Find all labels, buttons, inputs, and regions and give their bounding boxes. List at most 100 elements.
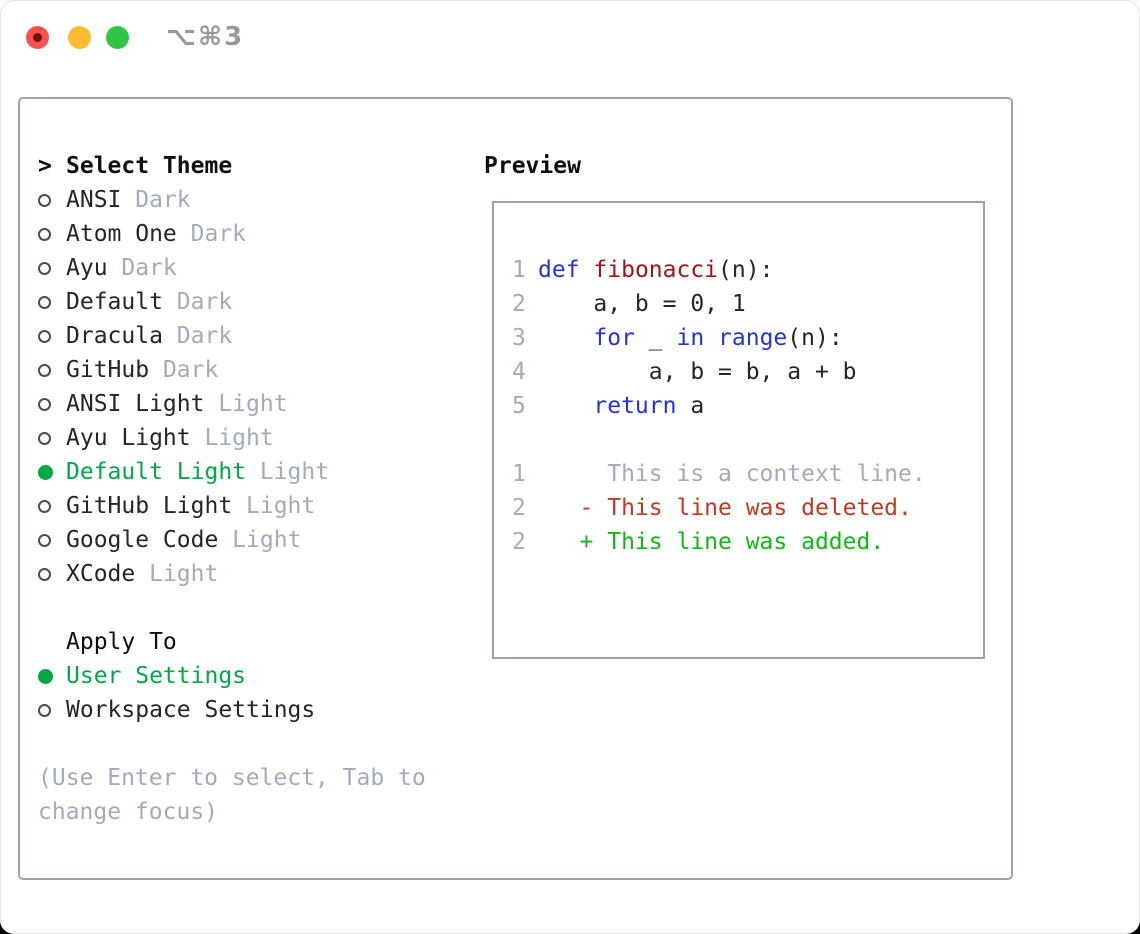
option-name: XCode: [66, 561, 136, 587]
theme-option[interactable]: XCode Light: [38, 557, 472, 591]
option-name: Atom One: [66, 221, 177, 247]
spacer: [38, 727, 472, 761]
line-number: 2: [512, 495, 526, 521]
option-name: Default: [66, 289, 163, 315]
radio-circle-icon: [38, 295, 66, 309]
preview-line: 3 for _ in range(n):: [512, 321, 983, 355]
theme-variant-tag: Light: [135, 561, 219, 587]
preview-line: 1 def fibonacci(n):: [512, 253, 983, 287]
selected-radio-icon: [38, 668, 66, 684]
select-theme-header: > Select Theme: [38, 149, 472, 183]
radio-circle-icon: [38, 329, 66, 343]
line-number: 1: [512, 461, 526, 487]
apply-to-option[interactable]: Workspace Settings: [38, 693, 472, 727]
option-name: Ayu: [66, 255, 108, 281]
apply-to-label: Apply To: [66, 629, 177, 655]
code-text: a, b = b, a + b: [538, 359, 857, 385]
zoom-button[interactable]: [106, 26, 129, 49]
preview-line: [512, 423, 983, 457]
theme-option[interactable]: ANSI Light Light: [38, 387, 472, 421]
help-text-line-2: change focus): [38, 799, 219, 825]
line-number: 2: [512, 291, 526, 317]
theme-option[interactable]: ANSI Dark: [38, 183, 472, 217]
theme-variant-tag: Light: [190, 425, 274, 451]
code-text: This is a context line.: [538, 461, 926, 487]
code-text: return a: [593, 393, 705, 419]
theme-option[interactable]: Ayu Light Light: [38, 421, 472, 455]
radio-circle-icon: [38, 567, 66, 581]
code-text: - This line was deleted.: [538, 495, 912, 521]
line-number: 5: [512, 393, 526, 419]
preview-line: 4 a, b = b, a + b: [512, 355, 983, 389]
radio-circle-icon: [38, 397, 66, 411]
apply-to-option[interactable]: User Settings: [38, 659, 472, 693]
theme-variant-tag: Dark: [107, 255, 177, 281]
theme-option[interactable]: Google Code Light: [38, 523, 472, 557]
preview-line: 2 a, b = 0, 1: [512, 287, 983, 321]
option-name: ANSI: [66, 187, 122, 213]
theme-option[interactable]: Atom One Dark: [38, 217, 472, 251]
close-dot-icon: [33, 33, 42, 42]
radio-circle-icon: [38, 499, 66, 513]
theme-option[interactable]: GitHub Dark: [38, 353, 472, 387]
preview-line: 2 - This line was deleted.: [512, 491, 983, 525]
line-number: 2: [512, 529, 526, 555]
option-name: User Settings: [66, 663, 247, 689]
select-theme-label: Select Theme: [66, 153, 233, 179]
theme-variant-tag: Light: [246, 459, 330, 485]
theme-option[interactable]: Ayu Dark: [38, 251, 472, 285]
line-number: 4: [512, 359, 526, 385]
theme-variant-tag: Dark: [176, 221, 247, 247]
theme-variant-tag: Light: [204, 391, 288, 417]
theme-variant-tag: Light: [218, 527, 302, 553]
preview-line: 1 This is a context line.: [512, 457, 983, 491]
theme-variant-tag: Dark: [149, 357, 219, 383]
code-text: def fibonacci(n):: [538, 257, 774, 283]
theme-option[interactable]: Default Light Light: [38, 455, 472, 489]
option-name: GitHub: [66, 357, 150, 383]
code-text: a, b = 0, 1: [538, 291, 746, 317]
option-name: Default Light: [66, 459, 247, 485]
selected-radio-icon: [38, 464, 66, 480]
radio-circle-icon: [38, 431, 66, 445]
theme-option[interactable]: GitHub Light Light: [38, 489, 472, 523]
help-text-line-1: (Use Enter to select, Tab to: [38, 765, 426, 791]
theme-variant-tag: Light: [232, 493, 316, 519]
theme-option[interactable]: Dracula Dark: [38, 319, 472, 353]
code-text: + This line was added.: [538, 529, 885, 555]
minimize-button[interactable]: [68, 26, 91, 49]
radio-circle-icon: [38, 193, 66, 207]
line-number: 1: [512, 257, 526, 283]
line-number: 3: [512, 325, 526, 351]
code-text: for _ in range(n):: [593, 325, 843, 351]
option-name: Google Code: [66, 527, 219, 553]
theme-variant-tag: Dark: [121, 187, 191, 213]
radio-circle-icon: [38, 363, 66, 377]
option-name: Workspace Settings: [66, 697, 316, 723]
preview-line: 2 + This line was added.: [512, 525, 983, 559]
apply-to-header: Apply To: [38, 625, 472, 659]
preview-line: 5 return a: [512, 389, 983, 423]
radio-circle-icon: [38, 703, 66, 717]
option-name: Dracula: [66, 323, 163, 349]
theme-option[interactable]: Default Dark: [38, 285, 472, 319]
preview-label: Preview: [484, 153, 581, 179]
option-name: GitHub Light: [66, 493, 233, 519]
spacer: [38, 591, 472, 625]
option-name: Ayu Light: [66, 425, 191, 451]
close-button[interactable]: [26, 26, 49, 49]
radio-circle-icon: [38, 533, 66, 547]
theme-variant-tag: Dark: [162, 289, 233, 315]
theme-variant-tag: Dark: [162, 323, 233, 349]
option-name: ANSI Light: [66, 391, 205, 417]
focus-caret-icon: >: [38, 153, 52, 179]
window-title: ⌥⌘3: [166, 22, 245, 52]
radio-circle-icon: [38, 261, 66, 275]
